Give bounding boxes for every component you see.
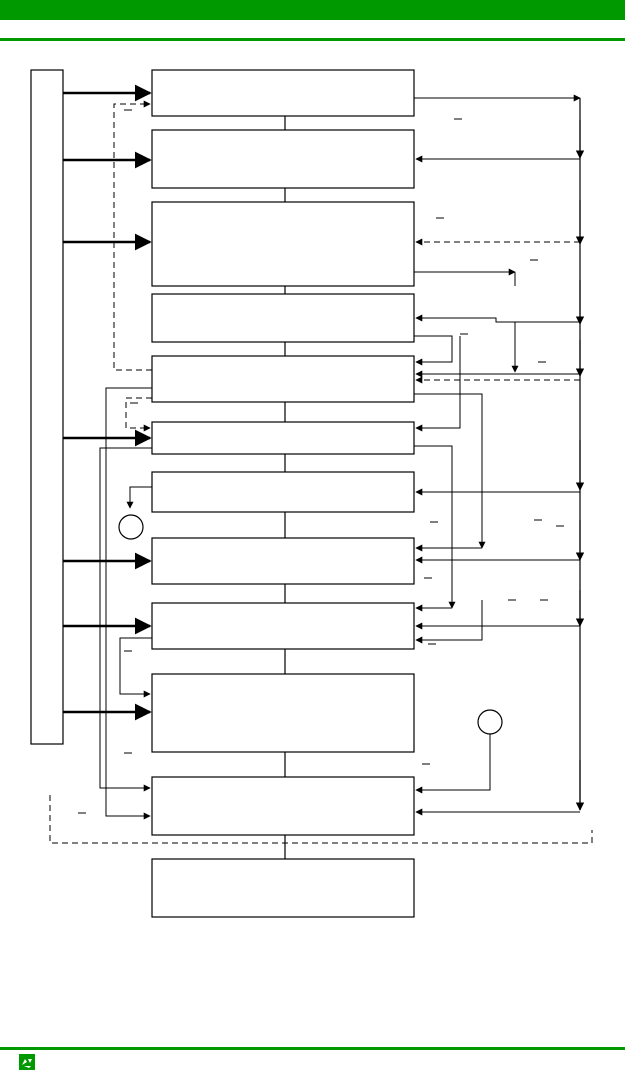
- header-bar: [0, 0, 625, 20]
- bottom-dashed-loop: [49, 795, 593, 844]
- block-12: [151, 858, 415, 918]
- left-dashed-feedback: [113, 100, 152, 432]
- overline-marks: [78, 109, 564, 814]
- source-column: [30, 69, 64, 745]
- block-10: [151, 673, 415, 753]
- block-8: [151, 537, 415, 585]
- block-4: [151, 293, 415, 343]
- header-rule: [0, 38, 625, 41]
- right-links: [414, 94, 581, 816]
- block-corner-ticks: [170, 69, 184, 860]
- flow-diagram: [30, 69, 593, 918]
- recycling-logo-icon: [19, 1054, 35, 1070]
- block-9: [151, 602, 415, 650]
- block-11: [151, 776, 415, 836]
- block-7: [151, 471, 415, 513]
- connector-b: [477, 709, 503, 735]
- block-2: [151, 129, 415, 189]
- right-dashed-lines: [415, 238, 580, 384]
- block-6: [151, 421, 415, 455]
- block-5: [151, 355, 415, 403]
- connector-a: [118, 514, 144, 540]
- footer-rule: [0, 1047, 625, 1050]
- block-3: [151, 201, 415, 287]
- block-1: [151, 69, 415, 117]
- left-bypass-lines: [99, 387, 152, 820]
